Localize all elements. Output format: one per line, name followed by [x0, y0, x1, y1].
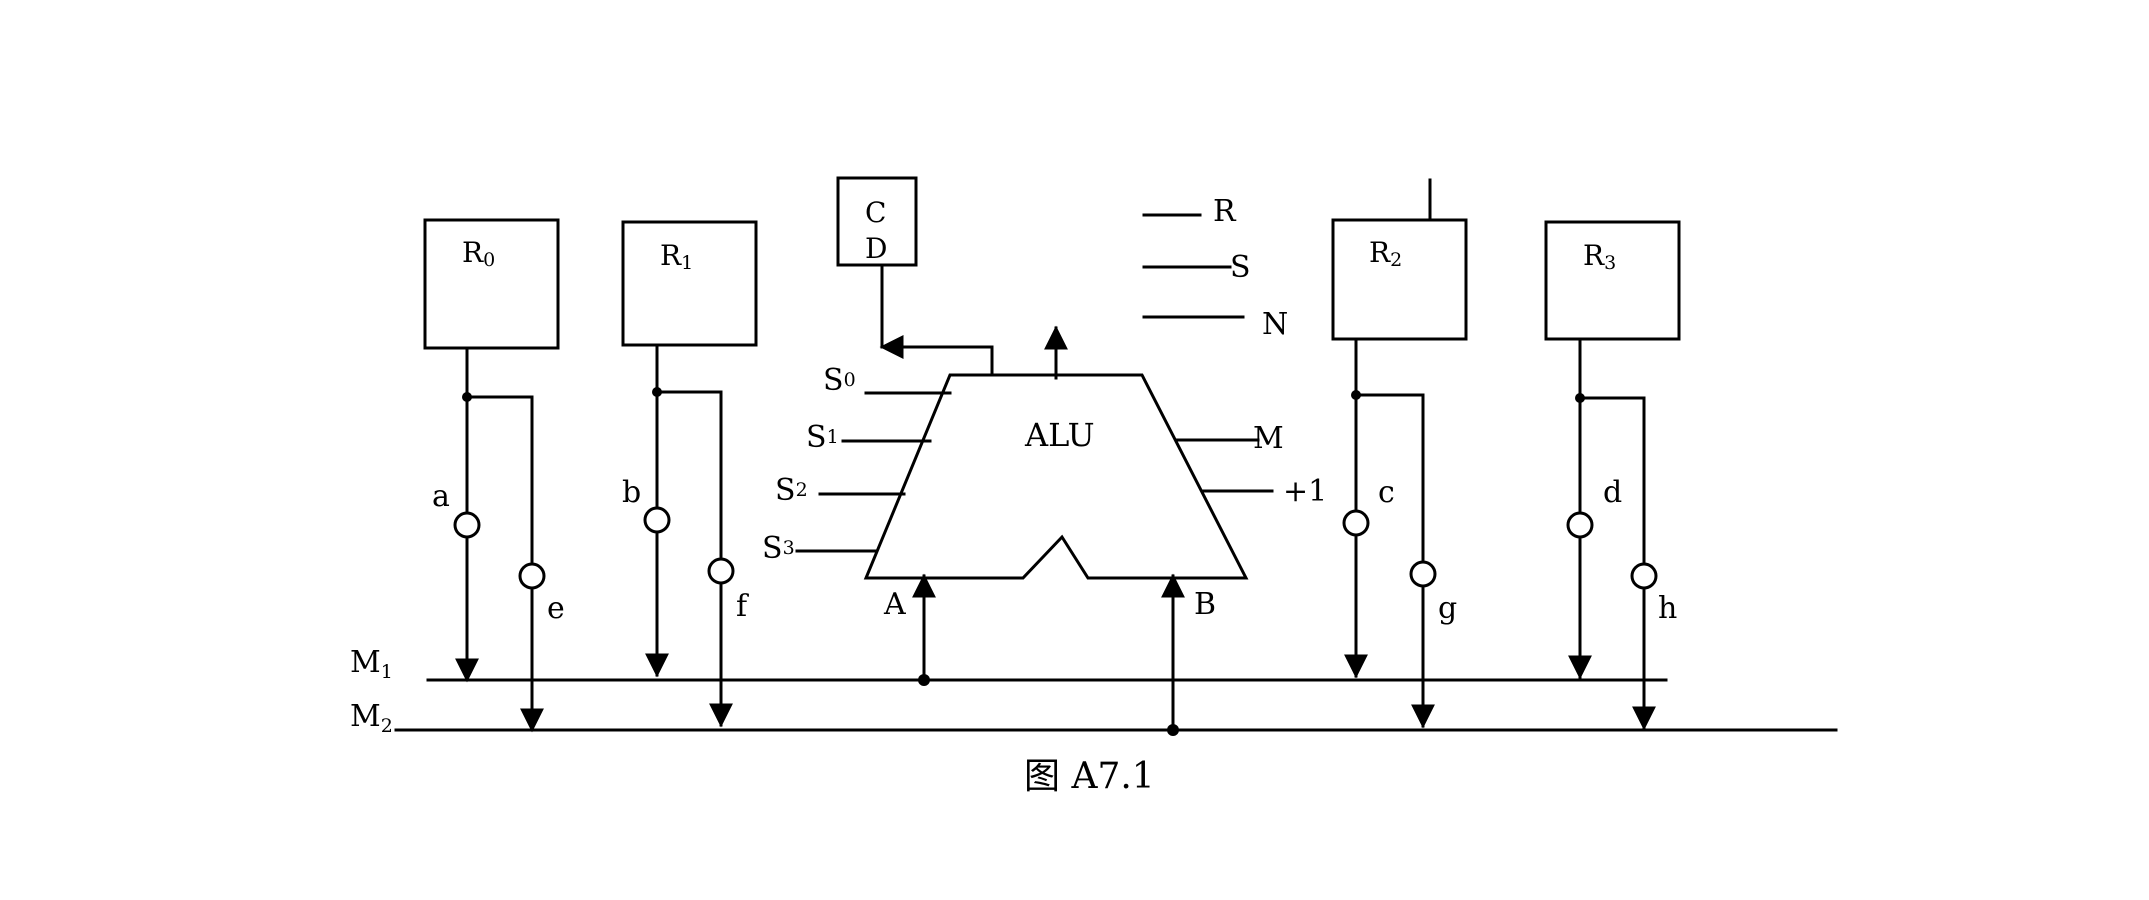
svg-text:C: C — [865, 196, 886, 229]
register-r1: R1 b f — [621, 220, 758, 728]
gate-b — [643, 506, 671, 534]
gate-label-h: h — [1658, 591, 1677, 626]
figure-caption: 图 A7.1 — [1024, 756, 1155, 797]
gate-e — [518, 562, 546, 590]
svg-text:N: N — [1262, 307, 1288, 342]
gate-c — [1342, 509, 1370, 537]
svg-text:+1: +1 — [1283, 474, 1327, 509]
svg-text:A: A — [883, 587, 906, 622]
svg-text:R0: R0 — [462, 236, 495, 271]
svg-text:M: M — [1253, 421, 1284, 456]
gate-f — [707, 557, 735, 585]
alu-label: ALU — [1024, 416, 1095, 454]
svg-text:S1: S1 — [806, 420, 839, 455]
svg-text:S0: S0 — [823, 363, 856, 398]
svg-text:M2: M2 — [350, 699, 393, 737]
svg-text:S: S — [1230, 250, 1251, 285]
bus-m2: M2 — [350, 699, 1838, 737]
gate-label-b: b — [622, 475, 641, 510]
gate-label-e: e — [547, 591, 565, 626]
svg-text:R2: R2 — [1369, 236, 1402, 271]
bus-m1: M1 — [350, 645, 1668, 683]
gate-label-a: a — [432, 479, 450, 514]
gate-label-f: f — [736, 589, 749, 624]
svg-text:R1: R1 — [660, 239, 693, 274]
gate-d — [1566, 511, 1594, 539]
svg-text:S2: S2 — [775, 473, 808, 508]
gate-label-g: g — [1438, 591, 1457, 626]
alu: ALU S0 S1 S2 S3 M +1 A B — [762, 325, 1327, 736]
gate-label-d: d — [1603, 475, 1622, 510]
svg-text:S3: S3 — [762, 531, 795, 566]
svg-text:B: B — [1194, 587, 1216, 622]
gate-a — [453, 511, 481, 539]
svg-text:D: D — [865, 232, 887, 265]
svg-text:R: R — [1213, 194, 1237, 229]
gate-label-c: c — [1378, 475, 1395, 510]
cd-box: C D — [836, 176, 994, 377]
register-r2: R2 c g — [1331, 178, 1468, 729]
register-r3: R3 d h — [1544, 220, 1681, 731]
svg-text:M1: M1 — [350, 645, 393, 683]
gate-h — [1630, 562, 1658, 590]
svg-text:R3: R3 — [1583, 239, 1616, 274]
rsn-signals: R S N — [1142, 194, 1288, 342]
register-r0: R0 a e — [423, 218, 565, 733]
gate-g — [1409, 560, 1437, 588]
